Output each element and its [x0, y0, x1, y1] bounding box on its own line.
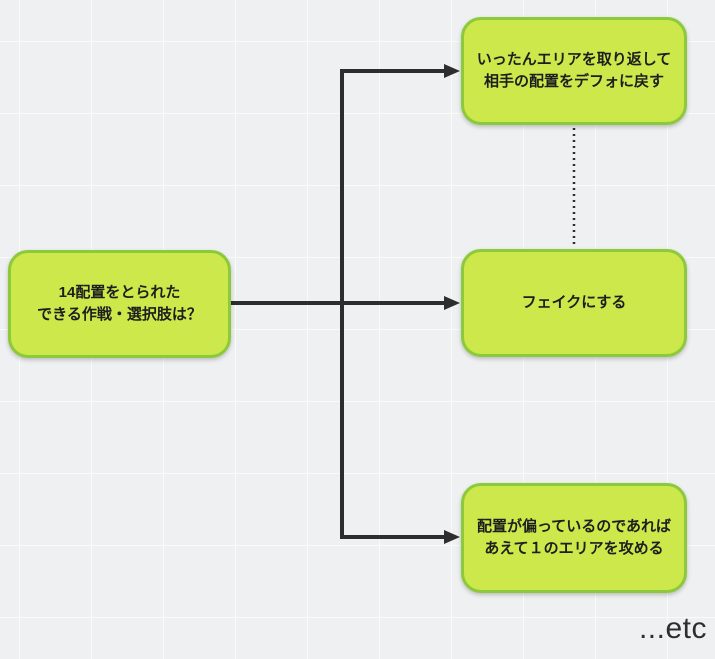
node-root[interactable]: 14配置をとられた できる作戦・選択肢は？	[8, 250, 231, 358]
connector-root-to-middle[interactable]	[231, 296, 460, 310]
connector-line	[340, 303, 444, 539]
arrowhead-icon	[444, 296, 460, 310]
node-root-label: 14配置をとられた できる作戦・選択肢は？	[37, 283, 202, 324]
node-option-attack-area[interactable]: 配置が偏っているのであれば あえて１のエリアを攻める	[461, 483, 687, 593]
etc-label[interactable]: ...etc	[638, 612, 707, 645]
node-option-fake[interactable]: フェイクにする	[461, 249, 687, 357]
arrowhead-icon	[444, 530, 460, 544]
node-option-regain-area-label: いったんエリアを取り返して 相手の配置をデフォに戻す	[476, 50, 672, 91]
arrowhead-icon	[444, 64, 460, 78]
connector-line	[340, 69, 444, 303]
connector-root-to-top[interactable]	[340, 64, 460, 303]
node-option-attack-area-label: 配置が偏っているのであれば あえて１のエリアを攻める	[476, 517, 672, 558]
node-option-fake-label: フェイクにする	[521, 293, 627, 311]
node-option-regain-area[interactable]: いったんエリアを取り返して 相手の配置をデフォに戻す	[461, 17, 687, 125]
connector-root-to-bottom[interactable]	[340, 303, 460, 544]
